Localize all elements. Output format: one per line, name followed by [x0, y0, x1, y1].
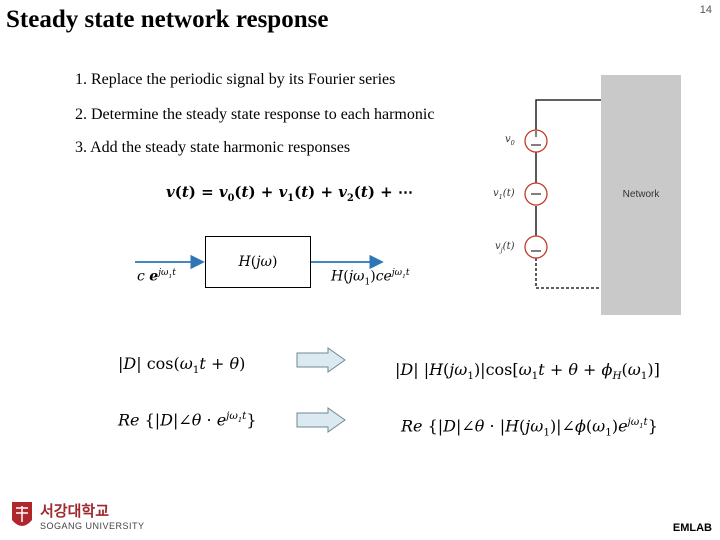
- right-arrow-icon: [296, 407, 346, 433]
- source-label-v1: v1(t): [493, 188, 515, 201]
- university-emblem-icon: [12, 502, 32, 526]
- input-signal-label: c ejω1t: [137, 268, 176, 285]
- phasor-output-expression: Re {|D|∠θ · |H(jω1)|∠ϕ(ω1)ejω1t}: [401, 416, 658, 439]
- source-label-v0: v0: [505, 134, 515, 147]
- transfer-function-box: H(jω): [205, 236, 311, 288]
- step-3: 3. Add the steady state harmonic respons…: [75, 139, 351, 156]
- output-signal-label: H(jω1)cejω1t: [331, 268, 410, 288]
- page-number: 14: [699, 4, 712, 16]
- fourier-series-equation: v(t) = v0(t) + v1(t) + v2(t) + ⋯: [166, 183, 413, 204]
- source-label-vj: vj(t): [495, 241, 515, 254]
- step-1: 1. Replace the periodic signal by its Fo…: [75, 71, 396, 88]
- source-vj: [524, 235, 548, 259]
- step-2: 2. Determine the steady state response t…: [75, 106, 435, 123]
- cosine-input-expression: |D| cos(ω1t + θ): [118, 354, 246, 377]
- phasor-input-expression: Re {|D|∠θ · ejω1t}: [118, 410, 257, 430]
- source-v0: [524, 129, 548, 153]
- right-arrow-icon: [296, 347, 346, 373]
- logo-english-text: SOGANG UNIVERSITY: [40, 521, 145, 531]
- logo-korean-text: 서강대학교: [40, 503, 110, 520]
- university-logo: 서강대학교 SOGANG UNIVERSITY: [10, 500, 145, 534]
- network-block: [601, 75, 681, 315]
- cosine-output-expression: |D| |H(jω1)|cos[ω1t + θ + ϕH(ω1)]: [395, 360, 660, 383]
- footer-label: EMLAB: [672, 522, 712, 534]
- network-label: Network: [622, 189, 660, 200]
- slide-title: Steady state network response: [6, 6, 329, 33]
- source-v1: [524, 182, 548, 206]
